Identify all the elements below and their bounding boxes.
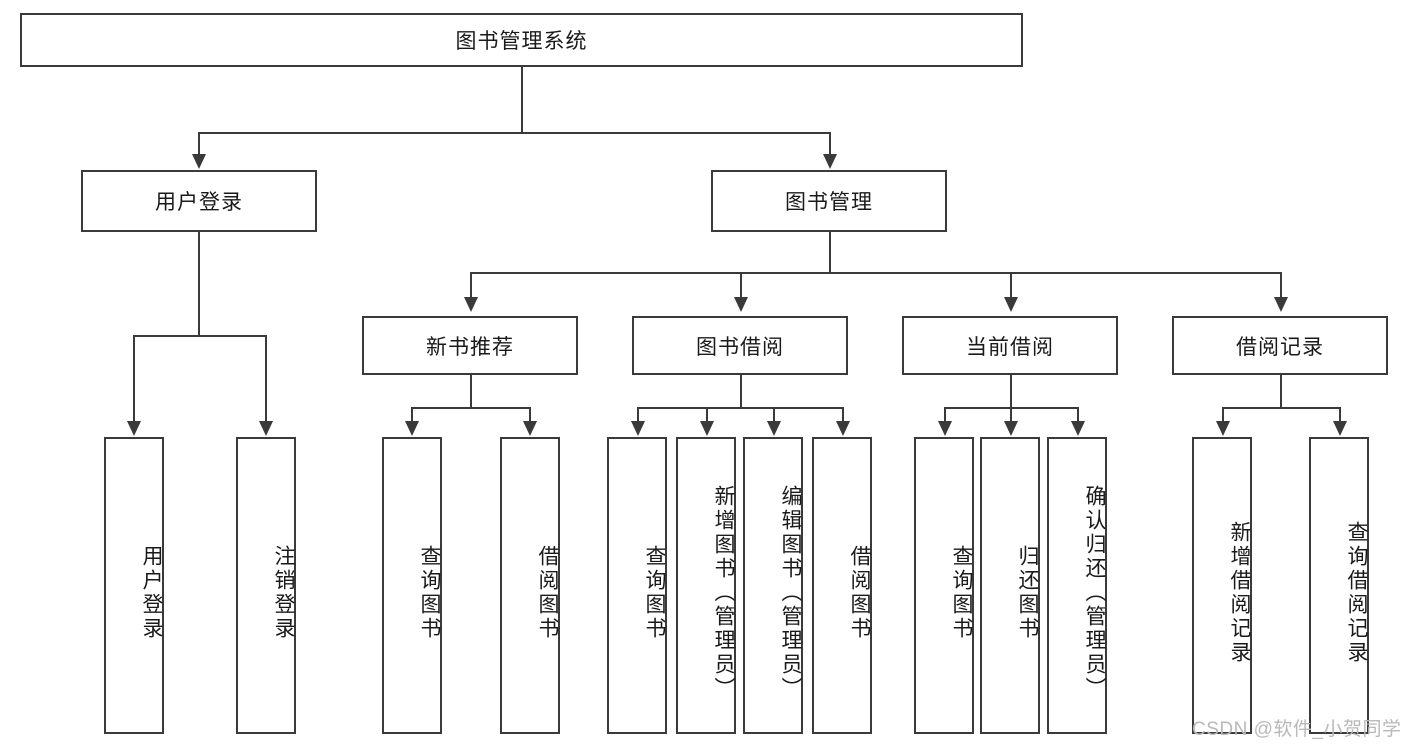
arrowhead-br-leaf-0 xyxy=(1216,421,1230,436)
edge-bm-to-l3-3 xyxy=(1280,272,1282,299)
leaf-new-book-recommend-1[interactable]: 借阅图书 xyxy=(500,437,560,734)
edge-bb-to-leaf-3 xyxy=(842,407,844,423)
arrowhead-bb-leaf-1 xyxy=(700,421,714,436)
csdn-watermark: CSDN @软件_小贺同学 xyxy=(1192,719,1402,740)
leaf-book-borrow-0[interactable]: 查询图书 xyxy=(607,437,667,734)
node-label: 新增借阅记录 xyxy=(1228,520,1251,665)
edge-root-to-user-login xyxy=(198,132,200,156)
leaf-book-borrow-3[interactable]: 借阅图书 xyxy=(812,437,872,734)
node-label: 借阅图书 xyxy=(848,544,871,641)
edge-root-to-book-management xyxy=(829,132,831,156)
leaf-book-borrow-1[interactable]: 新增图书（管理员） xyxy=(676,437,736,734)
edge-cb-trunk xyxy=(1010,375,1012,408)
node-user-login[interactable]: 用户登录 xyxy=(81,170,317,232)
arrowhead-bm-l3-0 xyxy=(464,297,478,312)
leaf-current-borrow-2[interactable]: 确认归还（管理员） xyxy=(1047,437,1107,734)
edge-cb-to-leaf-1 xyxy=(1010,407,1012,423)
leaf-user-login-0[interactable]: 用户登录 xyxy=(104,437,164,734)
leaf-new-book-recommend-0[interactable]: 查询图书 xyxy=(382,437,442,734)
leaf-current-borrow-0[interactable]: 查询图书 xyxy=(914,437,974,734)
arrowhead-nbr-leaf-0 xyxy=(405,421,419,436)
node-label: 归还图书 xyxy=(1016,544,1039,641)
edge-user-login-to-leaf-1 xyxy=(265,335,267,423)
node-label: 查询图书 xyxy=(418,544,441,641)
edge-bm-to-l3-2 xyxy=(1010,272,1012,299)
leaf-current-borrow-1[interactable]: 归还图书 xyxy=(980,437,1040,734)
arrowhead-bb-leaf-3 xyxy=(836,421,850,436)
arrowhead-cb-leaf-1 xyxy=(1004,421,1018,436)
edge-bm-to-l3-0 xyxy=(470,272,472,299)
leaf-borrow-record-1[interactable]: 查询借阅记录 xyxy=(1309,437,1369,734)
node-new-book-recommend[interactable]: 新书推荐 xyxy=(362,316,578,375)
edge-nbr-to-leaf-0 xyxy=(411,407,413,423)
edge-br-to-leaf-1 xyxy=(1339,407,1341,423)
edge-user-login-bus xyxy=(133,335,265,337)
edge-bb-to-leaf-2 xyxy=(773,407,775,423)
edge-br-to-leaf-0 xyxy=(1222,407,1224,423)
node-label: 用户登录 xyxy=(140,544,163,641)
edge-cb-to-leaf-2 xyxy=(1077,407,1079,423)
node-label: 图书管理系统 xyxy=(455,30,588,53)
leaf-book-borrow-2[interactable]: 编辑图书（管理员） xyxy=(743,437,803,734)
arrowhead-bm-l3-2 xyxy=(1004,297,1018,312)
edge-root-bus xyxy=(198,132,831,134)
edge-bb-trunk xyxy=(740,375,742,408)
node-label: 注销登录 xyxy=(272,544,295,641)
arrowhead-root-to-user-login xyxy=(192,154,206,169)
arrowhead-cb-leaf-0 xyxy=(938,421,952,436)
arrowhead-user-login-leaf-0 xyxy=(127,421,141,436)
arrowhead-cb-leaf-2 xyxy=(1071,421,1085,436)
arrowhead-bb-leaf-2 xyxy=(767,421,781,436)
node-label: 查询图书 xyxy=(950,544,973,641)
node-label: 查询图书 xyxy=(643,544,666,641)
node-label: 查询借阅记录 xyxy=(1345,520,1368,665)
leaf-borrow-record-0[interactable]: 新增借阅记录 xyxy=(1192,437,1252,734)
edge-bb-to-leaf-0 xyxy=(637,407,639,423)
edge-nbr-bus xyxy=(411,407,529,409)
node-book-management-system[interactable]: 图书管理系统 xyxy=(20,13,1023,67)
edge-nbr-trunk xyxy=(470,375,472,408)
arrowhead-bb-leaf-0 xyxy=(631,421,645,436)
node-label: 新书推荐 xyxy=(426,335,514,359)
node-label: 新增图书（管理员） xyxy=(712,484,735,701)
edge-br-trunk xyxy=(1280,375,1282,408)
arrowhead-bm-l3-3 xyxy=(1274,297,1288,312)
node-label: 确认归还（管理员） xyxy=(1083,484,1106,701)
edge-book-management-bus xyxy=(470,272,1280,274)
leaf-user-login-1[interactable]: 注销登录 xyxy=(236,437,296,734)
edge-br-bus xyxy=(1222,407,1339,409)
arrowhead-nbr-leaf-1 xyxy=(523,421,537,436)
edge-cb-to-leaf-0 xyxy=(944,407,946,423)
arrowhead-br-leaf-1 xyxy=(1333,421,1347,436)
arrowhead-user-login-leaf-1 xyxy=(259,421,273,436)
edge-bm-to-l3-1 xyxy=(740,272,742,299)
node-borrow-record[interactable]: 借阅记录 xyxy=(1172,316,1388,375)
arrowhead-bm-l3-1 xyxy=(734,297,748,312)
node-label: 用户登录 xyxy=(155,191,243,214)
node-current-borrow[interactable]: 当前借阅 xyxy=(902,316,1118,375)
node-label: 借阅图书 xyxy=(536,544,559,641)
edge-user-login-trunk xyxy=(198,232,200,337)
node-label: 当前借阅 xyxy=(966,335,1054,359)
node-book-management[interactable]: 图书管理 xyxy=(711,170,947,232)
arrowhead-root-to-book-management xyxy=(823,154,837,169)
node-label: 编辑图书（管理员） xyxy=(779,484,802,701)
node-label: 借阅记录 xyxy=(1236,335,1324,359)
edge-book-management-trunk xyxy=(829,232,831,273)
edge-root-trunk xyxy=(521,67,523,133)
edge-user-login-to-leaf-0 xyxy=(133,335,135,423)
edge-nbr-to-leaf-1 xyxy=(529,407,531,423)
edge-bb-bus xyxy=(637,407,843,409)
node-label: 图书管理 xyxy=(785,191,873,214)
node-label: 图书借阅 xyxy=(696,335,784,359)
node-book-borrow[interactable]: 图书借阅 xyxy=(632,316,848,375)
edge-bb-to-leaf-1 xyxy=(706,407,708,423)
